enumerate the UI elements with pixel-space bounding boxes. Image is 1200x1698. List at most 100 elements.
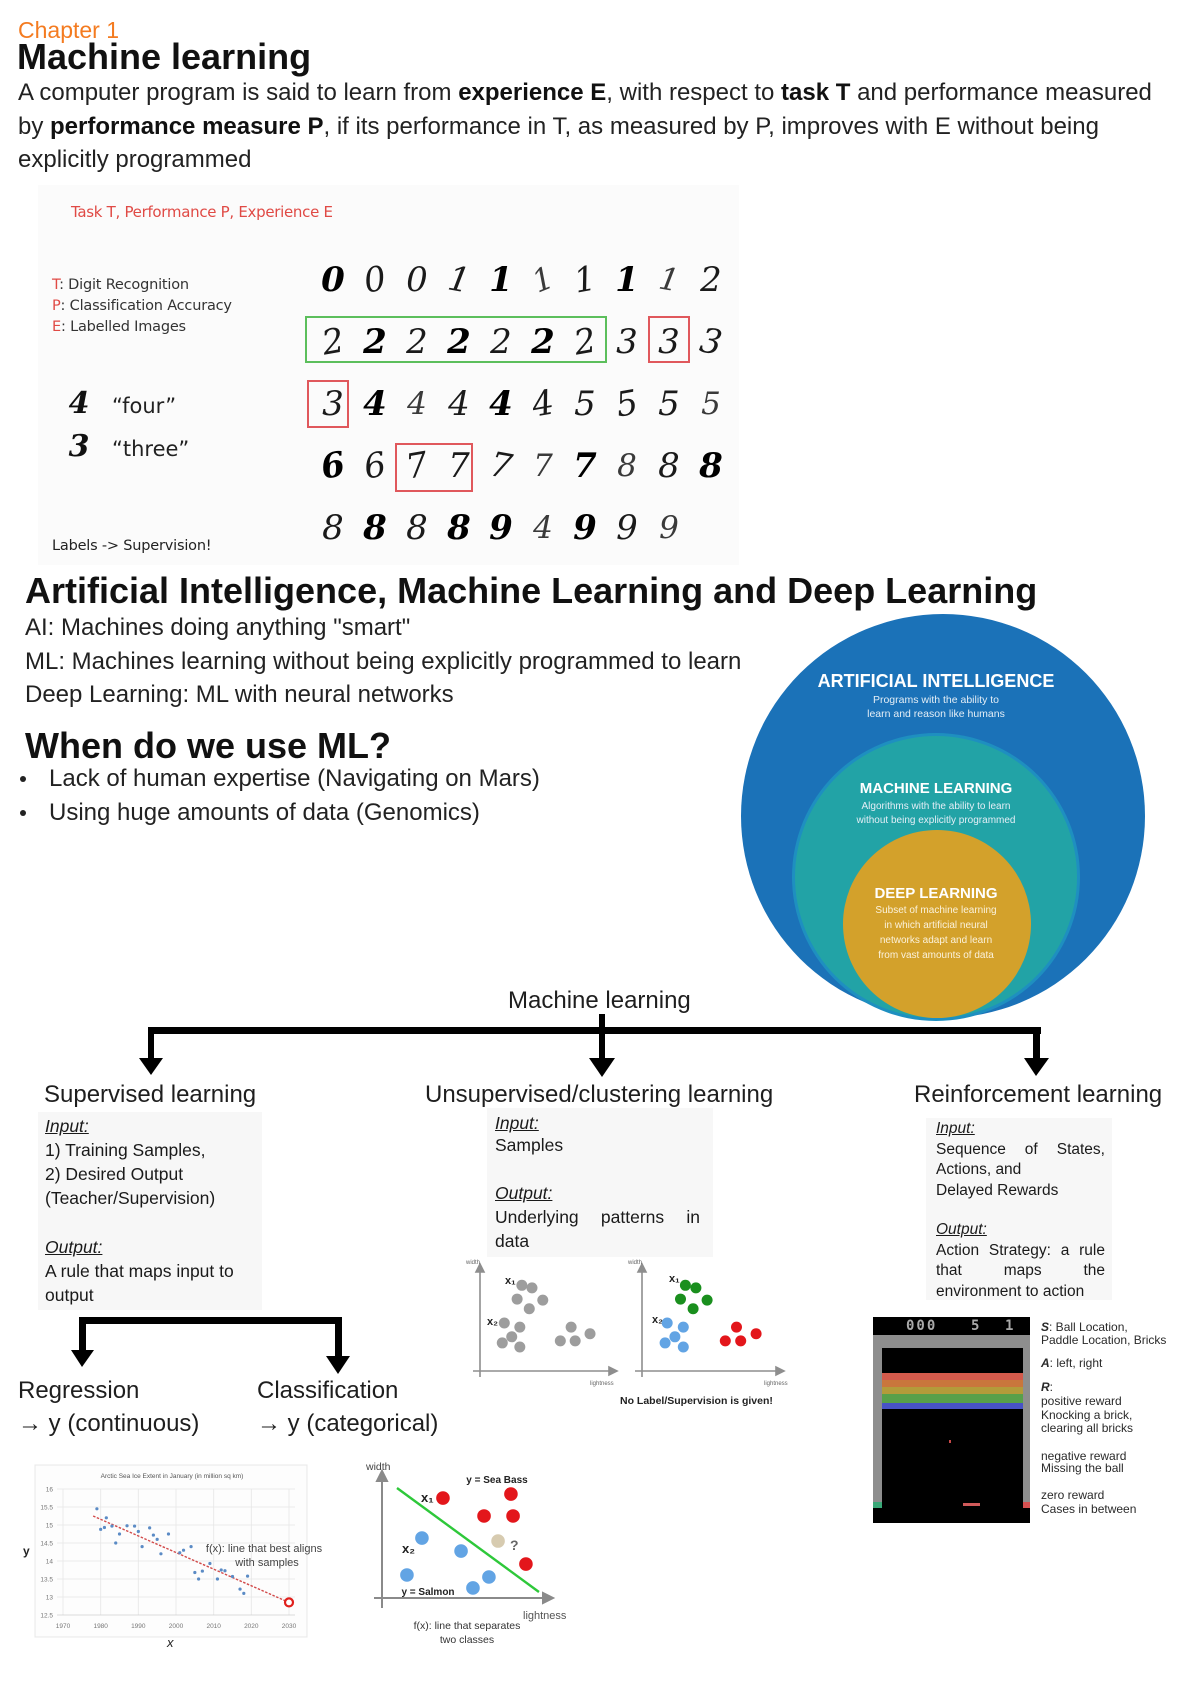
svg-text:1990: 1990 — [131, 1623, 146, 1630]
svg-text:two classes: two classes — [440, 1634, 494, 1646]
svg-text:15: 15 — [46, 1523, 54, 1530]
paddle — [963, 1503, 980, 1506]
data-point — [415, 1531, 429, 1545]
data-point — [701, 1294, 713, 1306]
legend-text: clearing all bricks — [1041, 1421, 1134, 1435]
brick-row — [882, 1380, 1023, 1387]
data-point — [659, 1337, 671, 1349]
reinforcement-output: Output: Action Strategy: a rule that map… — [936, 1221, 1105, 1300]
digit: 4 — [533, 510, 553, 546]
brick-row — [882, 1373, 1023, 1380]
branch-stem — [335, 1317, 342, 1358]
class-label-salmon: y = Salmon — [401, 1587, 454, 1598]
term-task: task T — [781, 79, 851, 106]
definition-line: by performance measure P, if its perform… — [18, 110, 1152, 144]
term-performance-measure: performance measure P — [50, 112, 324, 140]
digit: 2 — [700, 260, 722, 300]
ml-circle-title: MACHINE LEARNING — [859, 780, 1013, 797]
data-point — [114, 1541, 118, 1545]
dl-circle-title: DEEP LEARNING — [874, 885, 998, 902]
branch-title-reinforcement: Reinforcement learning — [914, 1081, 1163, 1108]
data-point — [675, 1293, 686, 1305]
y-axis-label: width — [465, 1260, 480, 1266]
data-point — [523, 1303, 535, 1315]
data-point — [504, 1487, 518, 1501]
data-point — [584, 1328, 596, 1340]
digit: 7 — [573, 446, 597, 486]
digit: 8 — [447, 508, 471, 548]
fit-annotation: f(x): line that best aligns with samples — [206, 1543, 323, 1569]
y-axis-label: width — [627, 1260, 642, 1266]
clustering-input-plot: width lightness x₁ x₂ — [465, 1260, 619, 1387]
digit: 7 — [533, 448, 553, 484]
data-point — [661, 1317, 673, 1329]
definition-experience: E: Labelled Images — [52, 319, 186, 335]
regression-output-type: → y (continuous) — [18, 1410, 200, 1437]
ai-circle-title: ARTIFICIAL INTELLIGENCE — [817, 671, 1055, 691]
data-point — [498, 1317, 510, 1329]
svg-text:2030: 2030 — [282, 1623, 297, 1630]
decision-boundary-line — [396, 1487, 540, 1593]
data-points — [659, 1279, 762, 1353]
wall-marker — [873, 1502, 882, 1508]
svg-text:1970: 1970 — [56, 1623, 71, 1630]
digit-recognition-figure: Task T, Performance P, Experience E T: D… — [38, 185, 739, 565]
left-wall — [873, 1335, 882, 1507]
digit: 8 — [617, 448, 637, 484]
data-point — [245, 1574, 250, 1578]
legend-action: A: left, right — [1041, 1356, 1103, 1370]
clustering-output-plot: width lightness x₁ x₂ — [627, 1260, 788, 1387]
regression-chart: Arctic Sea Ice Extent in January (in mil… — [23, 1464, 323, 1650]
lives-display: 5 — [971, 1318, 982, 1334]
text: , if its performance in T, as measured b… — [323, 112, 1099, 140]
data-point — [99, 1527, 103, 1531]
data-point — [178, 1551, 182, 1555]
data-point — [526, 1282, 538, 1294]
digit: 8 — [699, 446, 723, 486]
digit: 4 — [489, 384, 513, 424]
digit: 0 — [406, 260, 428, 300]
data-point — [104, 1516, 108, 1520]
chart-title: Arctic Sea Ice Extent in January (in mil… — [101, 1473, 244, 1480]
data-point — [215, 1577, 220, 1581]
definition-paragraph: A computer program is said to learn from… — [18, 76, 1152, 177]
legend-reward: R: — [1041, 1380, 1054, 1394]
data-point — [140, 1545, 144, 1549]
data-point — [238, 1587, 242, 1591]
definition-task: T: Digit Recognition — [52, 277, 189, 293]
data-point — [197, 1577, 201, 1581]
point-label-x2: x₂ — [487, 1316, 498, 1328]
digit: 9 — [489, 508, 513, 548]
bullet-icon — [20, 776, 26, 782]
brick-row — [882, 1403, 1023, 1409]
definition-ai: AI: Machines doing anything "smart" — [25, 614, 411, 641]
axes — [635, 1262, 786, 1377]
arrow-down-icon — [589, 1058, 615, 1077]
error-highlight-box — [307, 380, 349, 428]
score-display: 000 — [906, 1318, 938, 1334]
branch-stem — [148, 1027, 154, 1060]
data-point — [679, 1279, 691, 1291]
handwritten-digit: 3 — [68, 429, 90, 464]
branch-stem — [1033, 1027, 1040, 1060]
data-point — [496, 1337, 508, 1349]
data-point — [565, 1321, 577, 1333]
svg-text:with samples: with samples — [234, 1557, 299, 1569]
data-point — [189, 1545, 193, 1549]
svg-text:13: 13 — [46, 1595, 54, 1602]
x-axis-label: lightness — [523, 1610, 567, 1622]
error-highlight-box — [648, 316, 690, 363]
breakout-game-screenshot: 000 5 1 — [873, 1317, 1030, 1523]
data-point — [436, 1491, 450, 1505]
digit: 3 — [616, 322, 638, 362]
digit: 3 — [322, 384, 344, 424]
axes — [374, 1468, 556, 1608]
bullet-icon — [20, 809, 26, 816]
unsupervised-output: Output: Underlying patterns in data — [495, 1183, 700, 1251]
reinforcement-box — [926, 1118, 1112, 1300]
digit: 5 — [658, 384, 680, 424]
